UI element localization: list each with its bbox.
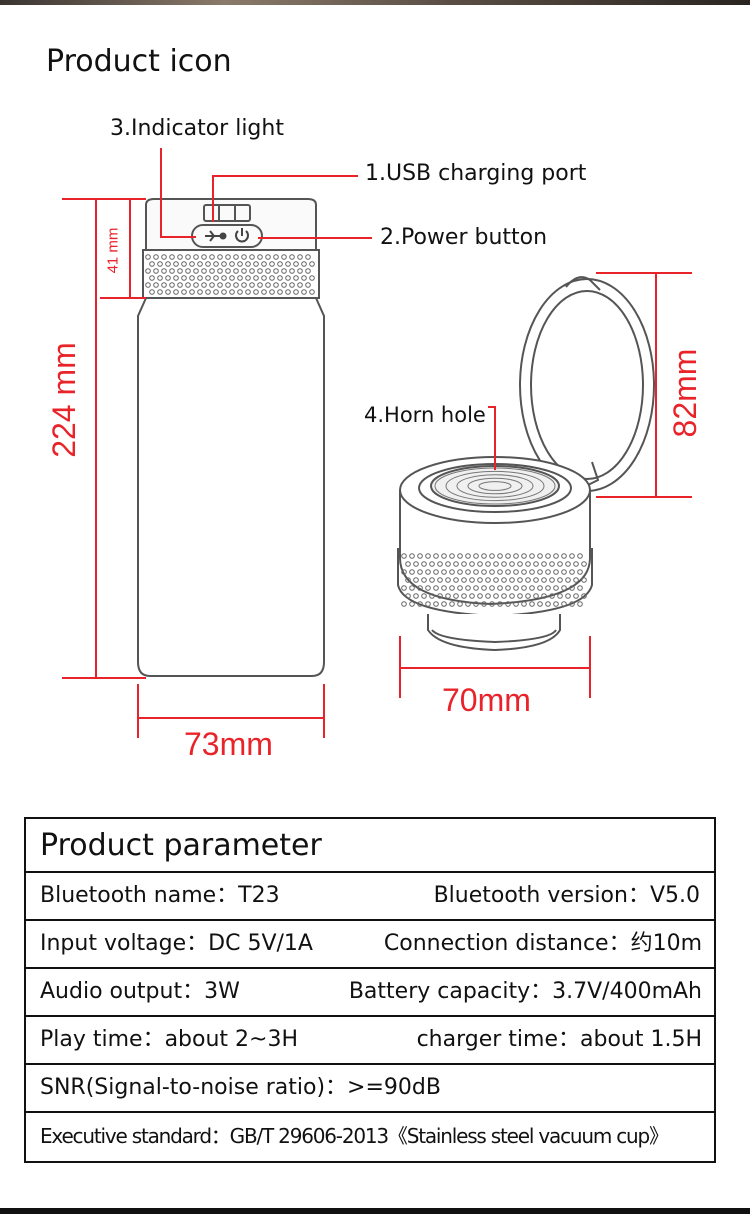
param-left: Bluetooth name：T23	[40, 883, 280, 908]
table-title-row: Product parameter	[24, 817, 716, 873]
usb-leader-line	[212, 175, 358, 222]
product-diagram	[62, 148, 692, 738]
indicator-leader-line	[160, 148, 196, 238]
cup-dot-pattern	[145, 254, 315, 295]
horn-hole-leader-line	[488, 406, 496, 470]
usb-port-label: 1.USB charging port	[365, 161, 587, 186]
speaker-width-dim-line	[399, 636, 591, 698]
top-decor-bar	[0, 0, 750, 5]
param-left: Play time：about 2~3H	[40, 1027, 299, 1052]
table-row: Play time：about 2~3H charger time：about …	[24, 1015, 716, 1065]
speaker-height-label: 82mm	[667, 348, 703, 438]
param-left: Audio output：3W	[40, 979, 240, 1004]
param-left: Executive standard：GB/T 29606-2013《Stain…	[40, 1124, 669, 1148]
page-title: Product icon	[46, 44, 232, 79]
param-right: Connection distance：约10m	[383, 931, 702, 956]
cup-height-dim-line	[62, 198, 146, 679]
cup-width-dim-line	[137, 684, 325, 738]
cup-width-label: 73mm	[184, 726, 273, 762]
speaker-width-label: 70mm	[442, 682, 531, 718]
bottom-decor-bar	[0, 1208, 750, 1214]
power-icon	[235, 228, 249, 243]
speaker-height-dim-line	[596, 272, 692, 498]
lid-height-label: 41 mm	[104, 227, 122, 274]
table-row: Bluetooth name：T23 Bluetooth version：V5.…	[24, 871, 716, 921]
param-right: Bluetooth version：V5.0	[433, 883, 700, 908]
lid-height-dim-line	[100, 199, 146, 299]
table-row: Audio output：3W Battery capacity：3.7V/40…	[24, 967, 716, 1017]
param-right: Battery capacity：3.7V/400mAh	[348, 979, 702, 1004]
param-right: charger time：about 1.5H	[416, 1027, 702, 1052]
indicator-light-label: 3.Indicator light	[110, 116, 284, 141]
cup-height-label: 224 mm	[46, 342, 82, 458]
table-row: Input voltage：DC 5V/1A Connection distan…	[24, 919, 716, 969]
table-row: SNR(Signal-to-noise ratio)：>=90dB	[24, 1063, 716, 1113]
speaker-dot-pattern	[401, 553, 587, 607]
usb-icon	[205, 230, 227, 242]
power-button-label: 2.Power button	[380, 225, 548, 250]
param-left: Input voltage：DC 5V/1A	[40, 931, 313, 956]
param-left: SNR(Signal-to-noise ratio)：>=90dB	[40, 1075, 441, 1100]
horn-hole-label: 4.Horn hole	[364, 403, 486, 427]
table-title: Product parameter	[40, 828, 322, 863]
table-row: Executive standard：GB/T 29606-2013《Stain…	[24, 1111, 716, 1163]
